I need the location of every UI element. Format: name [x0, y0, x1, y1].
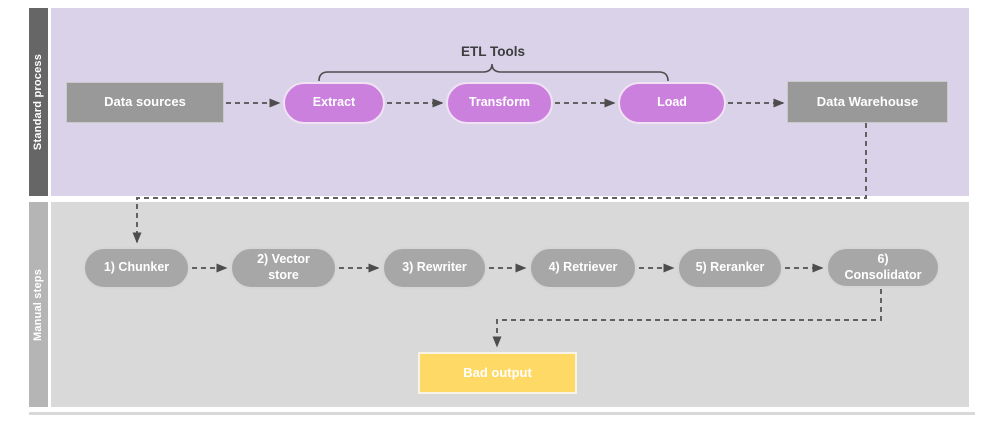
node-rewriter: 3) Rewriter: [382, 247, 487, 289]
lane-standard-process-label: Standard process: [32, 53, 45, 151]
node-extract: Extract: [283, 82, 385, 124]
node-load: Load: [618, 82, 726, 124]
lane-standard-process-label-bar: Standard process: [29, 8, 48, 196]
lane-manual-steps-label: Manual steps: [32, 268, 45, 341]
node-data-sources: Data sources: [66, 82, 224, 123]
node-vector-store: 2) Vector store: [230, 247, 337, 289]
node-data-sources-label: Data sources: [104, 94, 186, 110]
node-data-warehouse: Data Warehouse: [787, 81, 948, 123]
node-bad-output: Bad output: [418, 352, 577, 394]
node-chunker: 1) Chunker: [83, 247, 190, 289]
node-data-warehouse-label: Data Warehouse: [816, 93, 919, 109]
lane-manual-steps-label-bar: Manual steps: [29, 202, 48, 407]
node-reranker: 5) Reranker: [677, 247, 783, 289]
node-load-label: Load: [657, 95, 687, 110]
node-consolidator-label: 6) Consolidator: [844, 251, 922, 282]
node-consolidator: 6) Consolidator: [826, 247, 940, 288]
etl-tools-label: ETL Tools: [461, 44, 525, 59]
node-transform: Transform: [446, 82, 553, 124]
node-bad-output-label: Bad output: [463, 364, 532, 380]
node-reranker-label: 5) Reranker: [695, 260, 765, 275]
node-retriever: 4) Retriever: [529, 247, 637, 289]
node-vector-store-label: 2) Vector store: [257, 252, 310, 282]
node-retriever-label: 4) Retriever: [548, 260, 618, 275]
node-extract-label: Extract: [312, 95, 356, 110]
bottom-divider-line: [29, 412, 975, 415]
node-transform-label: Transform: [468, 95, 531, 110]
node-rewriter-label: 3) Rewriter: [402, 260, 467, 275]
node-chunker-label: 1) Chunker: [103, 260, 170, 275]
